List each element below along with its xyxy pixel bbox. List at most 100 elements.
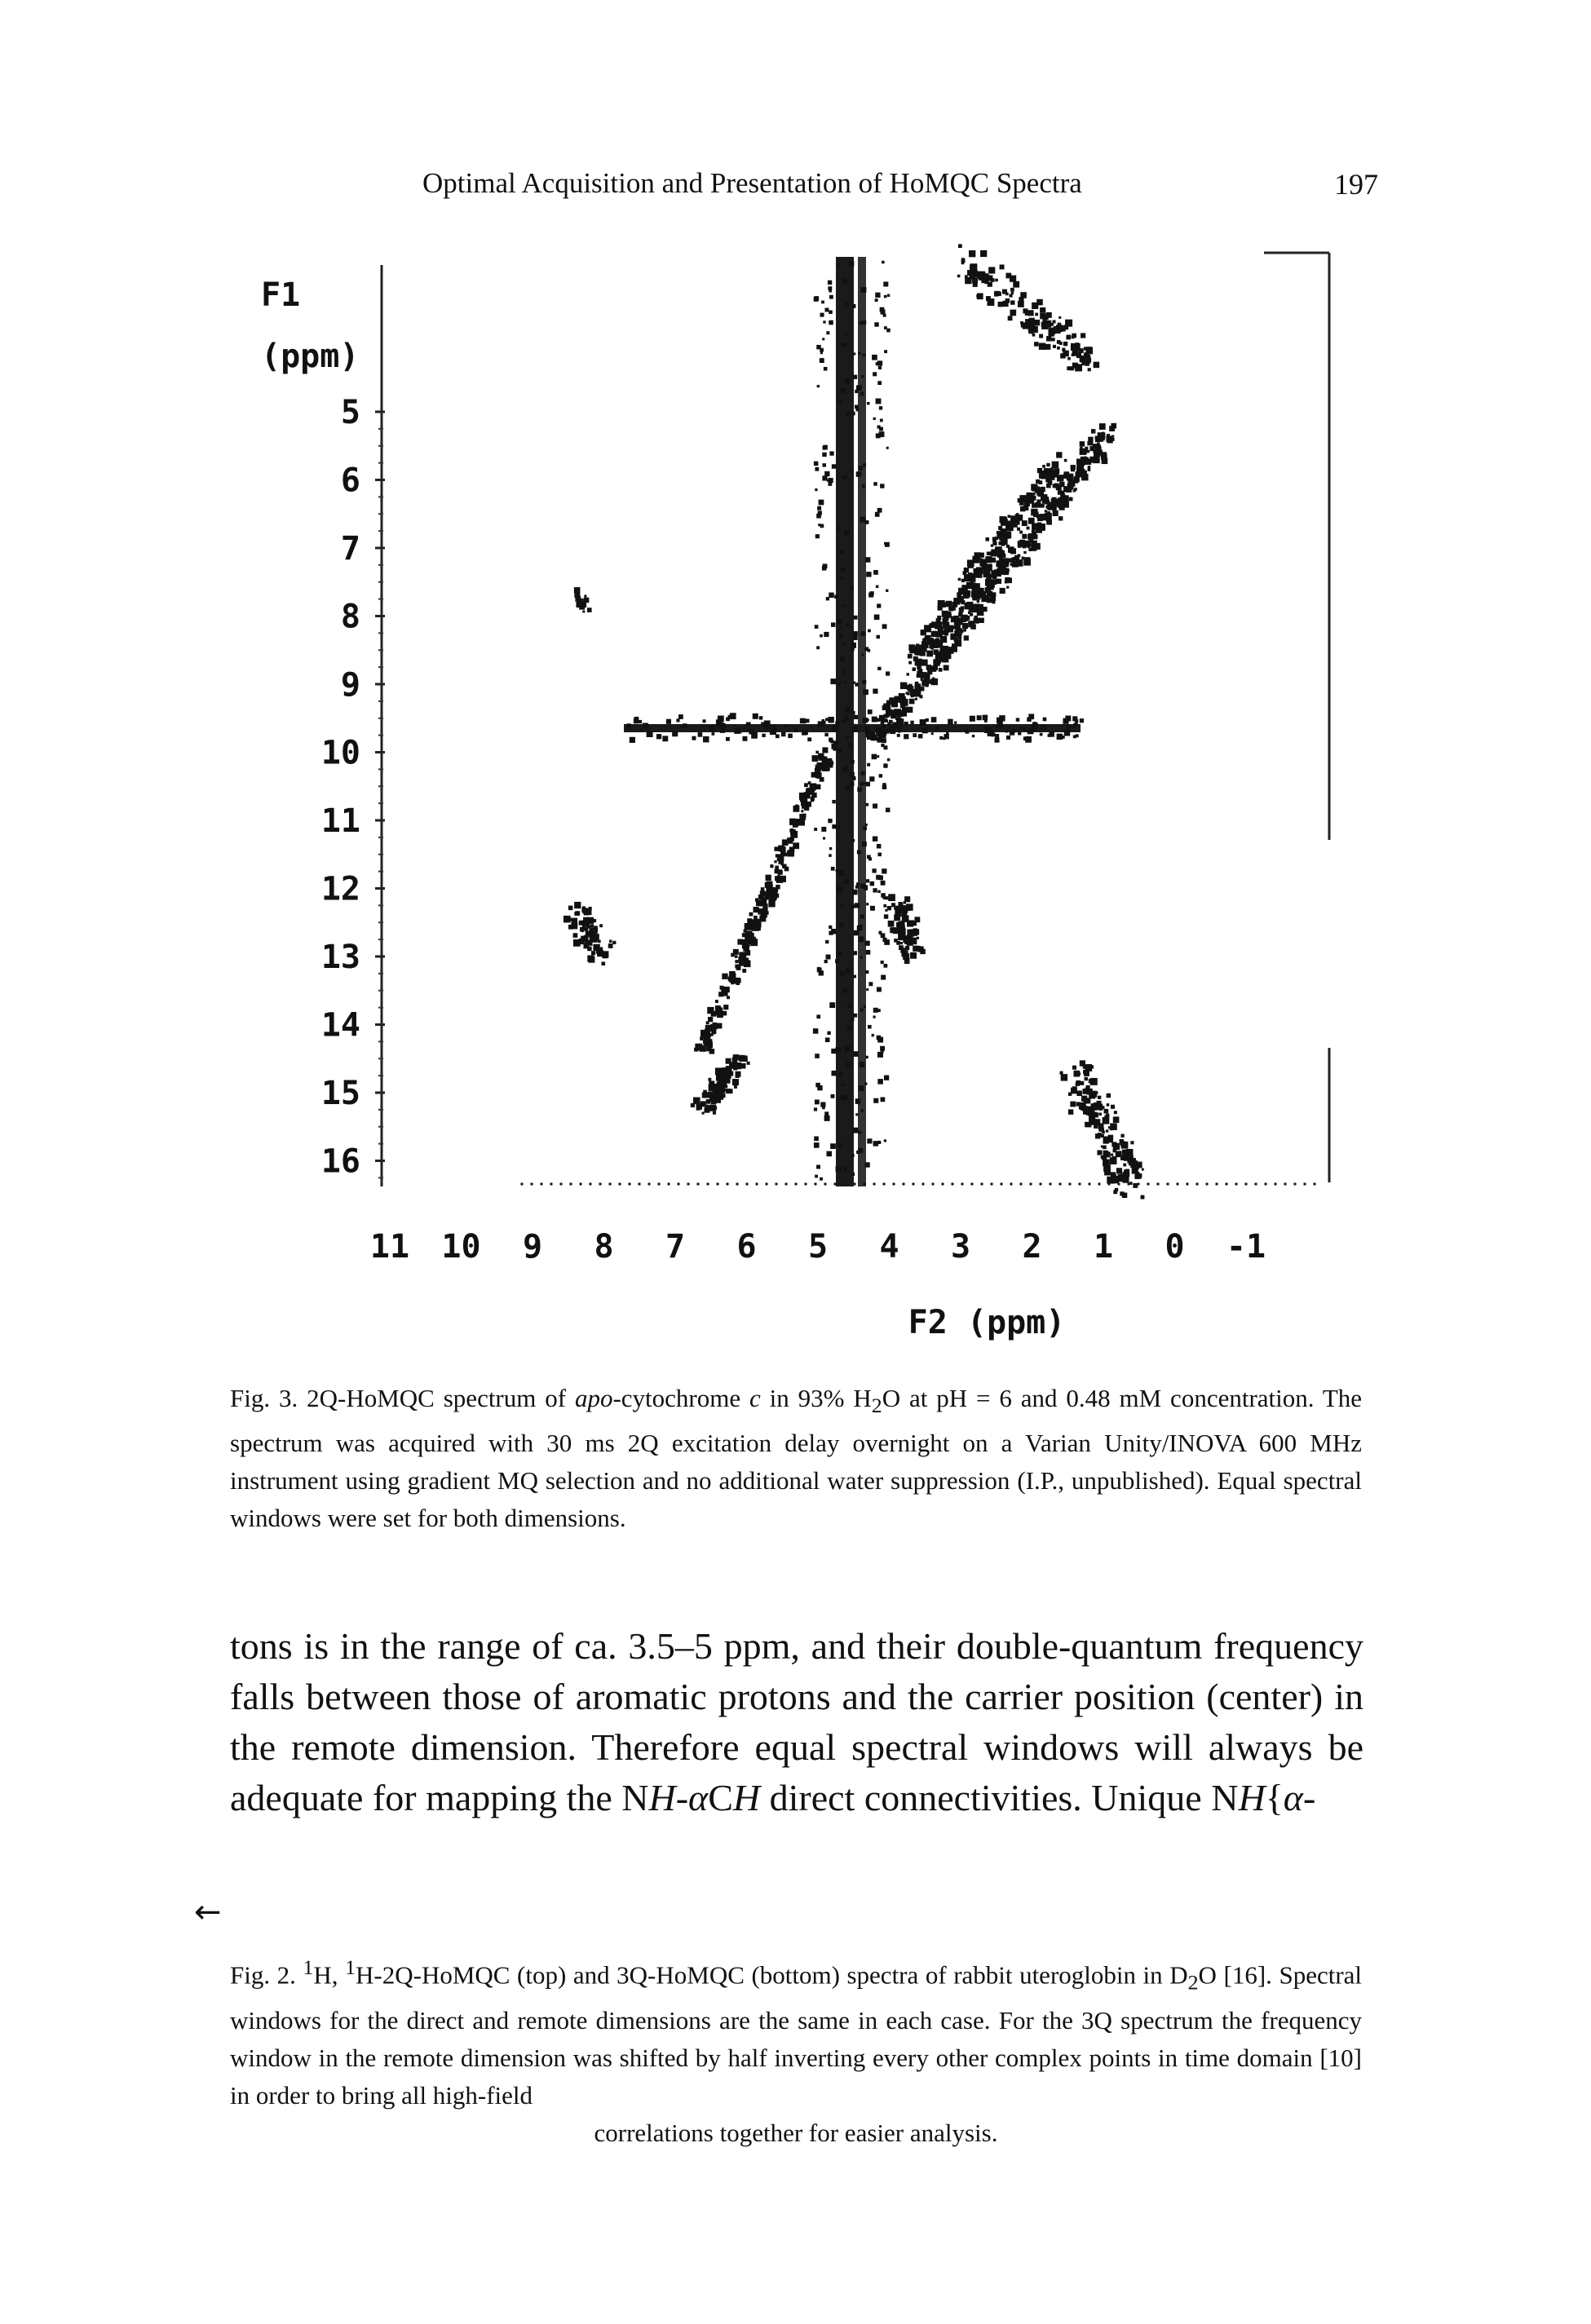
diagonal-signal (899, 702, 906, 709)
solvent-speckle (852, 890, 858, 895)
solvent-speckle (825, 954, 831, 960)
diagonal-signal (1036, 467, 1043, 474)
aromatic-signal (888, 894, 895, 902)
aromatic-signal (904, 935, 907, 939)
diagonal-signal (818, 758, 822, 761)
diagonal-signal (939, 635, 948, 643)
aromatic-signal (904, 896, 911, 903)
solvent-speckle (824, 1111, 829, 1116)
diagonal-signal (1072, 362, 1078, 369)
solvent-speckle (845, 378, 851, 383)
solvent-speckle (875, 433, 881, 439)
solvent-speckle (878, 406, 883, 410)
high-field-signal (1110, 1172, 1116, 1177)
diagonal-signal (987, 597, 992, 603)
diagonal-signal (937, 605, 943, 611)
diagonal-signal (1005, 544, 1010, 548)
solvent-speckle (871, 1033, 874, 1037)
diagonal-signal (946, 625, 953, 633)
solvent-speckle (826, 1151, 833, 1157)
solvent-speckle (873, 688, 878, 694)
solvent-speckle (859, 320, 863, 325)
high-field-signal (713, 1106, 718, 1110)
baseline-noise (1039, 1182, 1042, 1186)
diagonal-signal (958, 587, 963, 593)
baseline-noise (1019, 1182, 1023, 1186)
diagonal-signal (894, 696, 901, 703)
solvent-speckle (829, 289, 832, 293)
aromatic-signal (602, 951, 609, 958)
high-field-signal (1107, 1176, 1115, 1184)
ridge-speckle (853, 714, 859, 720)
diagonal-signal (1048, 327, 1054, 334)
ridge-speckle (926, 726, 930, 730)
diagonal-signal (968, 621, 975, 628)
diagonal-signal (917, 658, 921, 662)
solvent-speckle (879, 932, 882, 935)
diagonal-signal (766, 887, 774, 895)
diagonal-signal (778, 870, 783, 875)
diagonal-signal (774, 868, 780, 874)
solvent-speckle (857, 787, 862, 792)
solvent-speckle (873, 482, 877, 486)
high-field-signal (1114, 1187, 1119, 1192)
aromatic-signal (571, 917, 578, 924)
ridge-speckle (1079, 718, 1085, 723)
diagonal-signal (793, 805, 800, 812)
diagonal-signal (997, 534, 1001, 539)
solvent-speckle (870, 905, 875, 911)
ridge-speckle (878, 714, 886, 722)
high-field-signal (1103, 1145, 1107, 1150)
diagonal-signal (945, 600, 952, 608)
ridge-speckle (709, 725, 716, 731)
diagonal-signal (981, 273, 988, 281)
baseline-noise (765, 1182, 768, 1186)
solvent-speckle (824, 1115, 830, 1121)
aromatic-signal (914, 917, 921, 923)
diagonal-signal (932, 677, 935, 680)
solvent-speckle (829, 846, 833, 851)
diagonal-signal (991, 593, 994, 596)
diagonal-signal (1100, 452, 1107, 458)
high-field-signal (1113, 1177, 1120, 1184)
diagonal-signal (886, 714, 890, 718)
diagonal-signal (952, 607, 956, 611)
solvent-speckle (884, 541, 890, 547)
solvent-speckle (828, 286, 833, 291)
diagonal-signal (1035, 501, 1041, 508)
high-field-signal (729, 1062, 736, 1069)
ridge-speckle (738, 730, 742, 734)
diagonal-signal (908, 661, 912, 665)
baseline-noise (990, 1182, 993, 1186)
f2-tick-label: 9 (523, 1228, 542, 1266)
solvent-speckle (842, 719, 846, 723)
diagonal-signal (1046, 511, 1051, 515)
high-field-signal (1106, 1103, 1110, 1107)
high-field-signal (1094, 1124, 1098, 1129)
solvent-speckle (848, 260, 851, 263)
baseline-noise (1156, 1182, 1160, 1186)
ridge-speckle (656, 734, 662, 740)
diagonal-signal (778, 859, 784, 864)
solvent-speckle (835, 1047, 841, 1053)
diagonal-signal (967, 270, 974, 276)
ridge-speckle (889, 723, 893, 727)
solvent-speckle (829, 310, 833, 315)
ridge-speckle (799, 718, 806, 724)
f1-tick-label: 14 (321, 1007, 360, 1045)
diagonal-signal (1081, 460, 1085, 466)
diagonal-signal (1033, 319, 1041, 326)
diagonal-signal (992, 537, 997, 541)
aromatic-signal (898, 902, 902, 906)
f1-tick-label: 7 (341, 530, 360, 568)
diagonal-signal (1084, 457, 1089, 462)
diagonal-signal (1006, 520, 1012, 526)
ridge-speckle (1027, 717, 1032, 722)
diagonal-signal (907, 706, 913, 713)
solvent-speckle (839, 626, 843, 630)
diagonal-signal (1013, 281, 1020, 288)
figure-2-label: Fig. 2. (230, 1960, 296, 1990)
diagonal-signal (1021, 556, 1025, 560)
diagonal-signal (906, 673, 909, 676)
aromatic-signal (913, 929, 920, 935)
